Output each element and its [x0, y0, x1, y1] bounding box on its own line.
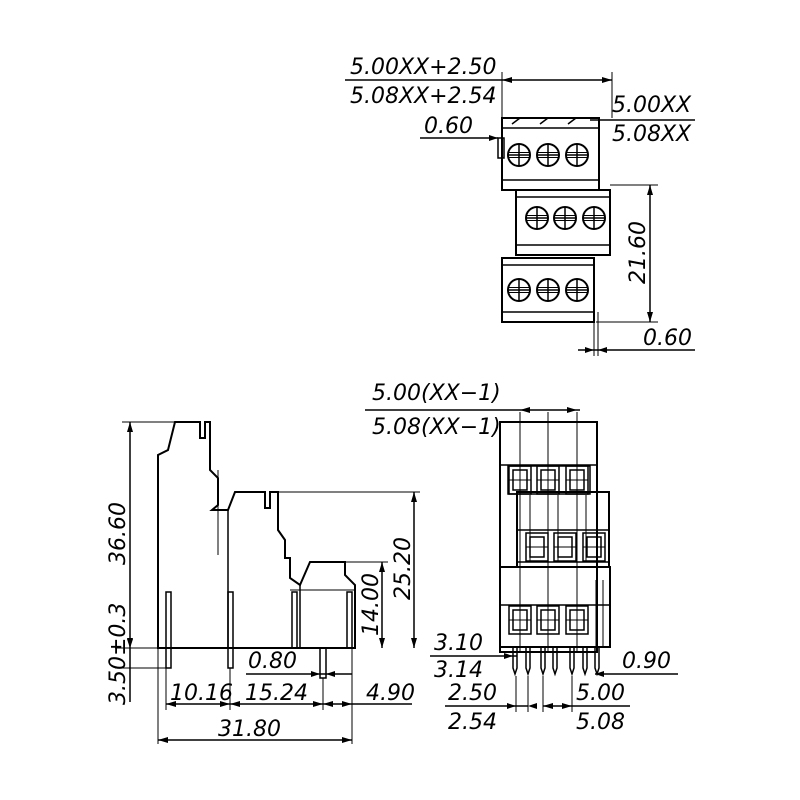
dim-top-height: 21.60 [626, 221, 651, 284]
dim-top-pitch-total-lower: 5.08XX+2.54 [350, 84, 497, 109]
dim-top-pitch-total-upper: 5.00XX+2.50 [350, 55, 497, 80]
dim-top-pitch-single-upper: 5.00XX [612, 93, 692, 118]
dim-side-level1-height: 14.00 [359, 573, 384, 636]
dim-front-pitch-lower: 5.08(XX−1) [372, 415, 501, 440]
side-view-outline [157, 421, 356, 649]
dim-front-offset-lower: 2.54 [448, 710, 497, 735]
side-view: 36.60 25.20 14.00 3.50±0.3 0.80 10.16 15… [106, 421, 420, 744]
dim-front-pin-pitch-lower: 5.08 [576, 710, 625, 735]
dim-side-level2-height: 25.20 [391, 537, 416, 600]
dim-side-pin-width: 0.80 [248, 649, 297, 674]
dim-side-front-overhang: 4.90 [366, 681, 415, 706]
dim-front-pin: 0.90 [622, 649, 671, 674]
dim-front-offset-upper: 2.50 [448, 681, 497, 706]
top-view-lower-block [501, 257, 595, 323]
dim-side-total-depth: 31.80 [218, 717, 281, 742]
front-view-pins [512, 648, 600, 677]
top-view-middle-block [515, 189, 611, 256]
dim-side-row-spacing-1: 10.16 [170, 681, 233, 706]
dim-front-pin-pitch-upper: 5.00 [576, 681, 625, 706]
dim-side-row-spacing-2: 15.24 [245, 681, 308, 706]
front-view: 5.00(XX−1) 5.08(XX−1) 3.10 3.14 0.90 2.5… [365, 381, 678, 735]
top-view: 5.00XX+2.50 5.08XX+2.54 5.00XX 5.08XX 0.… [345, 55, 695, 356]
dim-front-pitch-upper: 5.00(XX−1) [372, 381, 501, 406]
dim-top-pitch-single-lower: 5.08XX [612, 122, 692, 147]
dim-front-hole-upper: 3.10 [434, 631, 483, 656]
top-view-upper-block [497, 117, 600, 191]
dim-side-pin-length: 3.50±0.3 [106, 603, 131, 705]
dim-top-offset-top: 0.60 [424, 114, 473, 139]
dim-front-hole-lower: 3.14 [434, 658, 483, 683]
dim-side-total-height: 36.60 [106, 502, 131, 565]
dim-top-offset-bottom: 0.60 [643, 326, 692, 351]
